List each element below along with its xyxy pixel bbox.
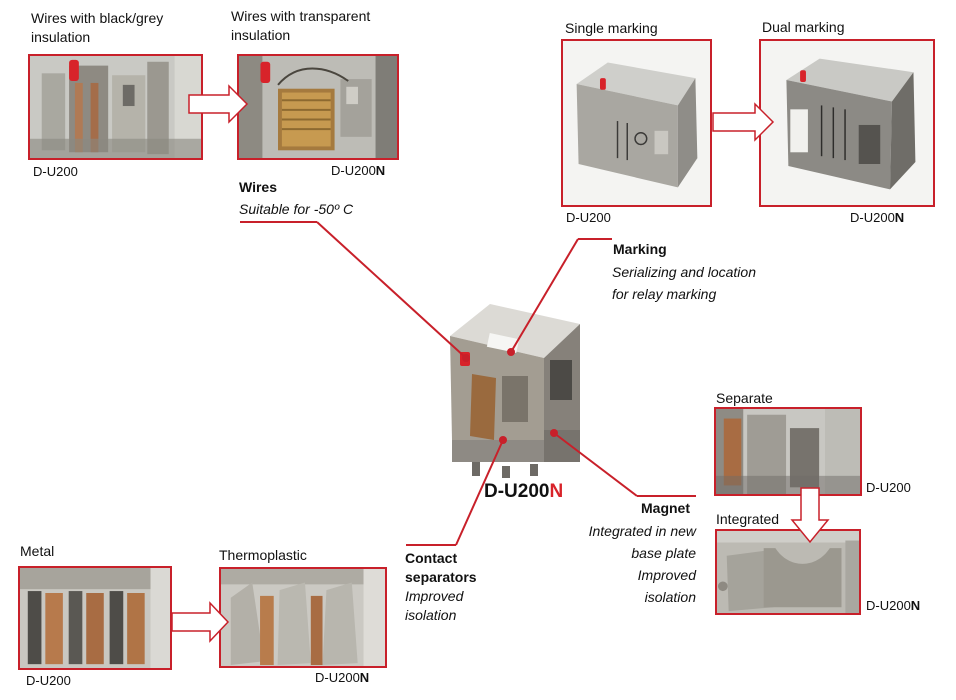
contact-feature-desc-2: isolation (405, 607, 457, 623)
magnet-feature-title: Magnet (641, 500, 690, 516)
magnet-feature-desc-2: base plate (631, 545, 696, 561)
center-product-name: D-U200N (484, 481, 564, 502)
marking-feature-desc-2: for relay marking (612, 286, 717, 302)
contact-after-model: D-U200N (315, 670, 370, 685)
marking-after-caption: Dual marking (762, 19, 845, 35)
wires-before-caption: Wires with black/grey insulation (31, 10, 164, 45)
wires-after-model: D-U200N (331, 163, 386, 178)
wires-feature-desc: Suitable for -50º C (239, 201, 354, 217)
magnet-after-photo (715, 529, 861, 615)
magnet-after-model: D-U200N (866, 598, 921, 613)
wires-before-model: D-U200 (33, 164, 78, 179)
contact-feature-title-2: separators (405, 569, 477, 585)
contact-before-photo (18, 566, 172, 670)
marking-before-caption: Single marking (565, 20, 658, 36)
center-relay-photo (438, 290, 588, 480)
magnet-after-caption: Integrated (716, 511, 780, 527)
contact-before-model: D-U200 (26, 673, 71, 688)
magnet-before-model: D-U200 (866, 480, 911, 495)
marking-after-photo (759, 39, 935, 207)
wires-after-photo (237, 54, 399, 160)
contact-after-photo (219, 567, 387, 668)
marking-before-photo (561, 39, 712, 207)
wires-after-caption: Wires with transparent insulation (231, 8, 371, 43)
wires-feature-title: Wires (239, 179, 278, 195)
magnet-feature-desc-3: Improved (637, 567, 696, 583)
contact-before-caption: Metal (20, 543, 55, 559)
contact-feature-desc-1: Improved (405, 588, 464, 604)
wires-leader-line (240, 221, 470, 362)
marking-feature-title: Marking (613, 241, 667, 257)
magnet-feature-desc-4: isolation (644, 589, 696, 605)
magnet-before-caption: Separate (716, 390, 773, 406)
marking-after-model: D-U200N (850, 210, 905, 225)
wires-before-photo (28, 54, 203, 160)
contact-feature-title-1: Contact (405, 550, 458, 566)
marking-before-model: D-U200 (566, 210, 611, 225)
magnet-before-photo (714, 407, 862, 496)
marking-feature-desc-1: Serializing and location (612, 264, 756, 280)
magnet-feature-desc-1: Integrated in new (588, 523, 696, 539)
contact-after-caption: Thermoplastic (219, 547, 307, 563)
